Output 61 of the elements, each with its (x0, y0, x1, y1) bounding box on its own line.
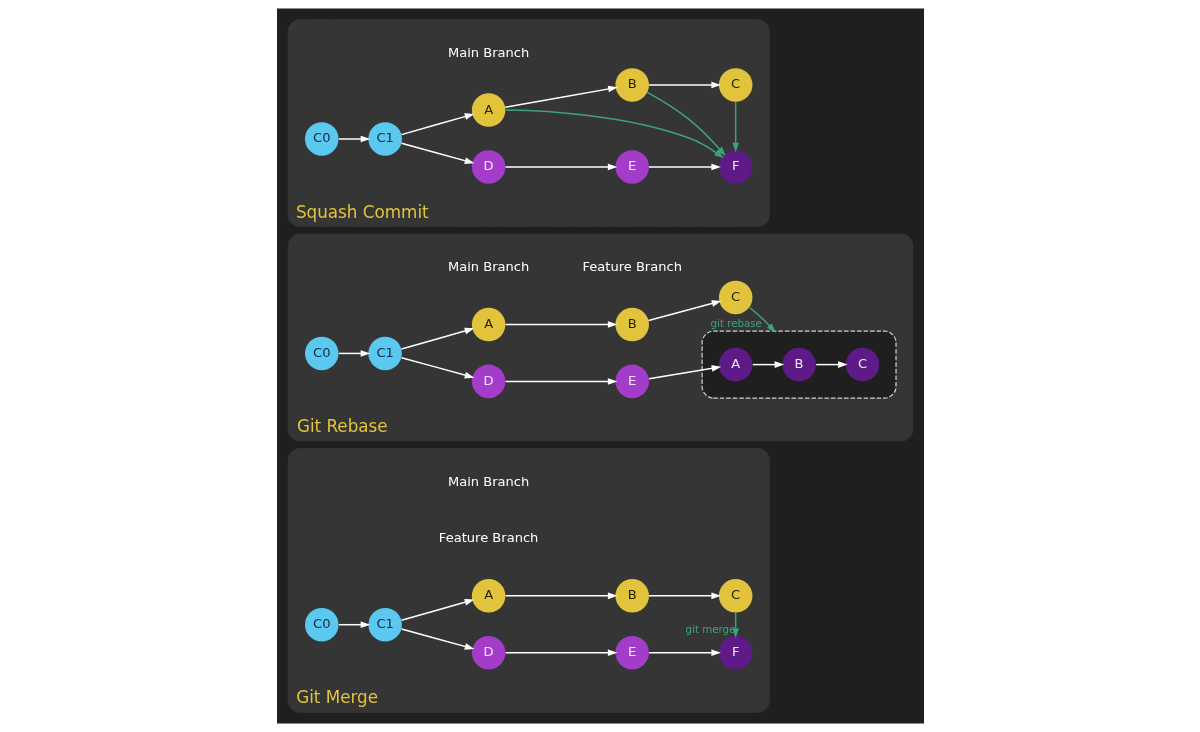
arrow (504, 85, 618, 109)
arrow (647, 81, 721, 89)
arrow (504, 649, 617, 656)
arrow (400, 599, 474, 622)
node-circle: E (614, 635, 649, 670)
node-circle: A (471, 307, 505, 342)
arrow (337, 135, 370, 143)
node-circle: A (471, 93, 505, 127)
edge-label: git merge (685, 622, 735, 635)
arrow (337, 621, 370, 629)
arrow (504, 592, 617, 600)
node-circle: D (471, 150, 505, 184)
node-circle: C (718, 579, 752, 613)
node-circle: B (614, 307, 649, 342)
node-circle: F (718, 150, 752, 184)
arrow (337, 350, 370, 357)
node-circle: C (718, 280, 752, 315)
arrow (504, 109, 724, 159)
cluster (701, 330, 897, 399)
arrow (647, 365, 721, 380)
arrow (647, 300, 721, 322)
arrow (400, 628, 474, 650)
node-circle: A (471, 579, 505, 613)
arrow (400, 356, 474, 379)
arrow (647, 163, 721, 171)
node-circle: B (614, 579, 649, 613)
node-circle: A (718, 347, 752, 382)
arrow (646, 91, 726, 157)
node-circle: F (718, 635, 752, 670)
node-circle: C0 (304, 607, 339, 642)
node-circle: C0 (304, 122, 339, 156)
arrow (400, 327, 474, 350)
node-circle: B (614, 68, 649, 102)
node-label: Main Branch (447, 259, 529, 275)
arrow (504, 321, 617, 328)
node-circle: E (614, 364, 649, 399)
arrow (647, 649, 721, 656)
node-circle: C1 (367, 122, 402, 156)
arrow (504, 163, 617, 171)
node-circle: E (614, 150, 649, 184)
node-circle: C1 (367, 607, 402, 642)
node-circle: C (845, 347, 879, 382)
node-label: Feature Branch (581, 259, 682, 275)
arrow (814, 361, 848, 368)
node-circle: C (718, 68, 752, 102)
node-circle: D (471, 364, 505, 399)
node-label: Feature Branch (438, 530, 538, 546)
arrow (748, 306, 776, 333)
arrow (647, 592, 721, 600)
arrow (731, 101, 739, 153)
node-circle: C1 (367, 336, 402, 371)
arrow (400, 113, 474, 136)
node-circle: C0 (304, 336, 339, 371)
arrow (751, 361, 784, 368)
arrow (400, 142, 474, 164)
node-label: Main Branch (447, 473, 529, 489)
arrow (504, 378, 617, 385)
node-circle: D (471, 635, 505, 670)
node-circle: B (781, 347, 816, 382)
node-label: Main Branch (447, 44, 529, 60)
edge-label: git rebase (710, 316, 762, 329)
